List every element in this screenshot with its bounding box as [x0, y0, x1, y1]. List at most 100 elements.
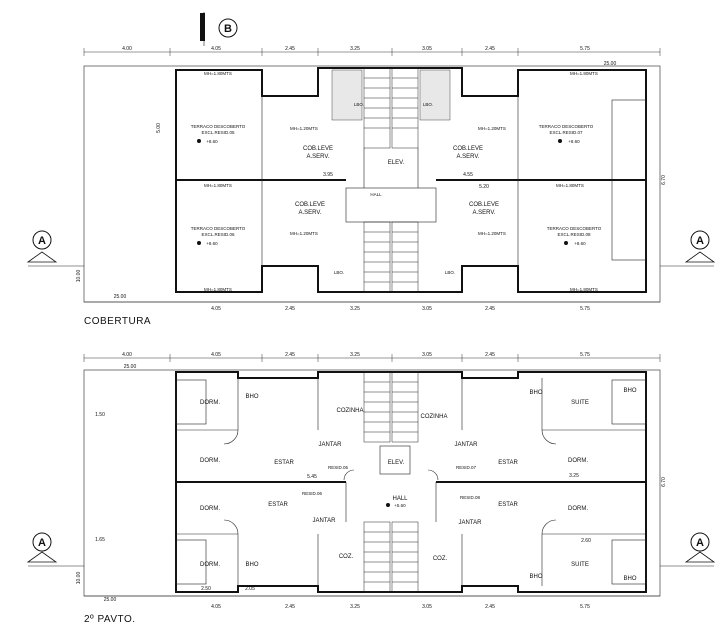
axis-b-label: B: [224, 23, 232, 35]
dim-misc-1: 3.95: [323, 172, 333, 178]
floor-suite-1: SUITE: [571, 400, 589, 406]
floor-resid-08: RESID.08: [460, 495, 481, 500]
dim-floor-side-right: 6.70: [661, 477, 667, 487]
second-floor-plan: 4.00 4.05 2.45 3.25 3.05 2.45 5.75 25.00: [26, 352, 716, 625]
dim-floor-misc-4: 3.25: [569, 473, 579, 479]
roof-terrace-2: TERRACO DESCOBERTO: [539, 124, 594, 129]
floor-jantar-4: JANTAR: [459, 520, 483, 526]
dim-side-left-total: 10.00: [76, 270, 82, 283]
dim-floor-misc-2: 1.50: [95, 412, 105, 418]
floor-bho-2: BHO: [245, 562, 258, 568]
floor-bho-6: BHO: [623, 576, 636, 582]
floor-cozinha-2: COZINHA: [421, 414, 448, 420]
dim-roof-bottom-total: 25.00: [114, 294, 127, 300]
floor-resid-05: RESID.05: [328, 465, 349, 470]
axis-a-right-top: A: [696, 235, 704, 247]
floor-dorm-2: DORM.: [200, 458, 220, 464]
dim-floor-bottom-8: 5.75: [580, 604, 590, 610]
dim-total-top: 25.00: [604, 61, 617, 67]
roof-lbo-1: LBO.: [354, 102, 364, 107]
floor-jantar-1: JANTAR: [319, 442, 343, 448]
roof-lbo-2: LBO.: [423, 102, 433, 107]
floor-suite-2: SUITE: [571, 562, 589, 568]
roof-terrace-1-sub: EXCL.RESID.05: [201, 130, 235, 135]
roof-terrace-4-sub: EXCL.RESID.08: [557, 232, 591, 237]
dim-floor-bottom-2: 2.05: [245, 586, 255, 592]
dim-floor-bottom-total: 25.00: [104, 597, 117, 603]
roof-a-serv-2: A.SERV.: [456, 154, 479, 160]
dim-floor-misc-3: 1.65: [95, 537, 105, 543]
dim-top-3: 2.45: [285, 46, 295, 52]
dim-floor-bottom-4: 2.45: [285, 604, 295, 610]
floor-hall: HALL: [392, 496, 408, 502]
roof-wall-note-10: MH=1.20MTS: [478, 231, 506, 236]
roof-terrace-3-sub: EXCL.RESID.06: [201, 232, 235, 237]
roof-level-4: +8.60: [574, 241, 586, 246]
dim-floor-top-3: 2.45: [285, 352, 295, 358]
floor-hall-level: +5.60: [394, 503, 406, 508]
roof-level-3: +8.60: [206, 241, 218, 246]
roof-elev: ELEV.: [388, 160, 405, 166]
dim-top-6: 2.45: [485, 46, 495, 52]
dim-floor-top-6: 2.45: [485, 352, 495, 358]
dim-floor-bottom-6: 3.05: [422, 604, 432, 610]
roof-terrace-3: TERRACO DESCOBERTO: [191, 226, 246, 231]
dim-roof-bottom-3: 3.25: [350, 306, 360, 312]
roof-a-serv-1: A.SERV.: [306, 154, 329, 160]
dim-roof-bottom-5: 2.45: [485, 306, 495, 312]
dim-misc-2: 4.55: [463, 172, 473, 178]
dim-top-2: 4.05: [211, 46, 221, 52]
dim-roof-bottom-2: 2.45: [285, 306, 295, 312]
dim-floor-bottom-7: 2.45: [485, 604, 495, 610]
dim-roof-bottom-4: 3.05: [422, 306, 432, 312]
roof-wall-note-7: MH=1.20MTS: [290, 126, 318, 131]
dim-misc-3: 5.20: [479, 184, 489, 190]
floor-dorm-5: DORM.: [568, 458, 588, 464]
dim-top-5: 3.05: [422, 46, 432, 52]
roof-wall-note-6: MH=1.80MTS: [570, 287, 598, 292]
dim-top-7: 5.75: [580, 46, 590, 52]
floor-estar-4: ESTAR: [498, 502, 518, 508]
roof-wall-note-4: MH=1.80MTS: [556, 183, 584, 188]
dim-roof-bottom-6: 5.75: [580, 306, 590, 312]
roof-a-serv-4: A.SERV.: [472, 210, 495, 216]
dim-floor-top-5: 3.05: [422, 352, 432, 358]
dim-floor-top-2: 4.05: [211, 352, 221, 358]
roof-wall-note-5: MH=1.80MTS: [204, 287, 232, 292]
dim-top-1: 4.00: [122, 46, 132, 52]
roof-cob-leve-1: COB.LEVE: [303, 146, 333, 152]
floor-resid-06: RESID.06: [302, 491, 323, 496]
roof-lbo-4: LBO.: [445, 270, 455, 275]
dim-floor-bottom-1: 2.50: [201, 586, 211, 592]
dim-floor-top-1: 4.00: [122, 352, 132, 358]
floor-dorm-4: DORM.: [200, 562, 220, 568]
floor-elev: ELEV.: [388, 460, 405, 466]
dim-roof-bottom-1: 4.05: [211, 306, 221, 312]
floor-plan-title: 2º PAVTO.: [84, 614, 136, 625]
dim-floor-misc-5: 2.60: [581, 538, 591, 544]
roof-terrace-1: TERRACO DESCOBERTO: [191, 124, 246, 129]
dim-side-left-top: 5.00: [156, 123, 162, 133]
axis-a-left-top: A: [38, 235, 46, 247]
dim-floor-top-4: 3.25: [350, 352, 360, 358]
floor-estar-2: ESTAR: [268, 502, 288, 508]
roof-level-1: +8.60: [206, 139, 218, 144]
floor-cozinha-1: COZINHA: [337, 408, 364, 414]
dim-floor-total-top: 25.00: [124, 364, 137, 370]
dim-floor-bottom-3: 4.05: [211, 604, 221, 610]
floor-bho-5: BHO: [529, 574, 542, 580]
floor-dorm-3: DORM.: [200, 506, 220, 512]
roof-cob-leve-3: COB.LEVE: [295, 202, 325, 208]
roof-wall-note-8: MH=1.20MTS: [478, 126, 506, 131]
floor-bho-3: BHO: [529, 390, 542, 396]
floor-jantar-3: JANTAR: [455, 442, 479, 448]
dim-top-4: 3.25: [350, 46, 360, 52]
roof-a-serv-3: A.SERV.: [298, 210, 321, 216]
axis-a-left-bottom: A: [38, 537, 46, 549]
roof-terrace-2-sub: EXCL.RESID.07: [549, 130, 583, 135]
roof-cob-leve-4: COB.LEVE: [469, 202, 499, 208]
floor-jantar-2: JANTAR: [313, 518, 337, 524]
roof-level-2: +8.60: [568, 139, 580, 144]
roof-wall-note-3: MH=1.80MTS: [204, 183, 232, 188]
